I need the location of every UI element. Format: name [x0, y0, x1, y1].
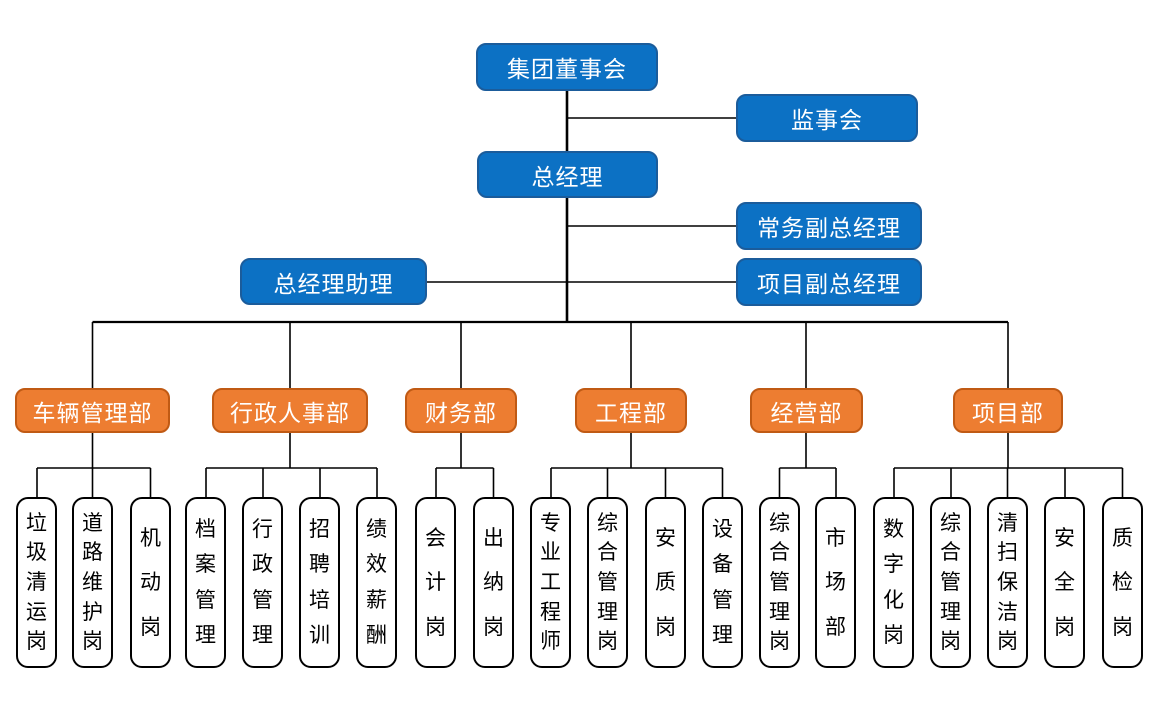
org-node-executive-deputy-gm: 常务副总经理	[736, 202, 922, 250]
dept-node-finance: 财务部	[405, 388, 517, 433]
dept-node-vehicle-management: 车辆管理部	[15, 388, 170, 433]
position-node: 专业工程师	[530, 497, 571, 668]
position-node: 会计岗	[415, 497, 456, 668]
dept-node-engineering: 工程部	[575, 388, 687, 433]
position-node: 安质岗	[645, 497, 686, 668]
dept-node-operations: 经营部	[750, 388, 863, 433]
org-node-project-deputy-gm: 项目副总经理	[736, 258, 922, 306]
position-node: 综合管理岗	[759, 497, 800, 668]
org-node-gm-assistant: 总经理助理	[240, 258, 427, 305]
position-node: 设备管理	[702, 497, 743, 668]
position-node: 道路维护岗	[72, 497, 113, 668]
position-node: 安全岗	[1044, 497, 1085, 668]
position-node: 综合管理岗	[587, 497, 628, 668]
position-node: 市场部	[815, 497, 856, 668]
position-node: 档案管理	[185, 497, 226, 668]
org-node-board: 集团董事会	[476, 43, 658, 91]
dept-node-project: 项目部	[953, 388, 1063, 433]
position-node: 招聘培训	[299, 497, 340, 668]
org-node-supervisory-board: 监事会	[736, 94, 918, 142]
position-node: 清扫保洁岗	[987, 497, 1028, 668]
position-node: 垃圾清运岗	[16, 497, 57, 668]
position-node: 机动岗	[130, 497, 171, 668]
position-node: 数字化岗	[873, 497, 914, 668]
position-node: 综合管理岗	[930, 497, 971, 668]
position-node: 行政管理	[242, 497, 283, 668]
org-node-general-manager: 总经理	[477, 151, 658, 198]
dept-node-admin-hr: 行政人事部	[212, 388, 368, 433]
position-node: 绩效薪酬	[356, 497, 397, 668]
position-node: 质检岗	[1102, 497, 1143, 668]
position-node: 出纳岗	[473, 497, 514, 668]
